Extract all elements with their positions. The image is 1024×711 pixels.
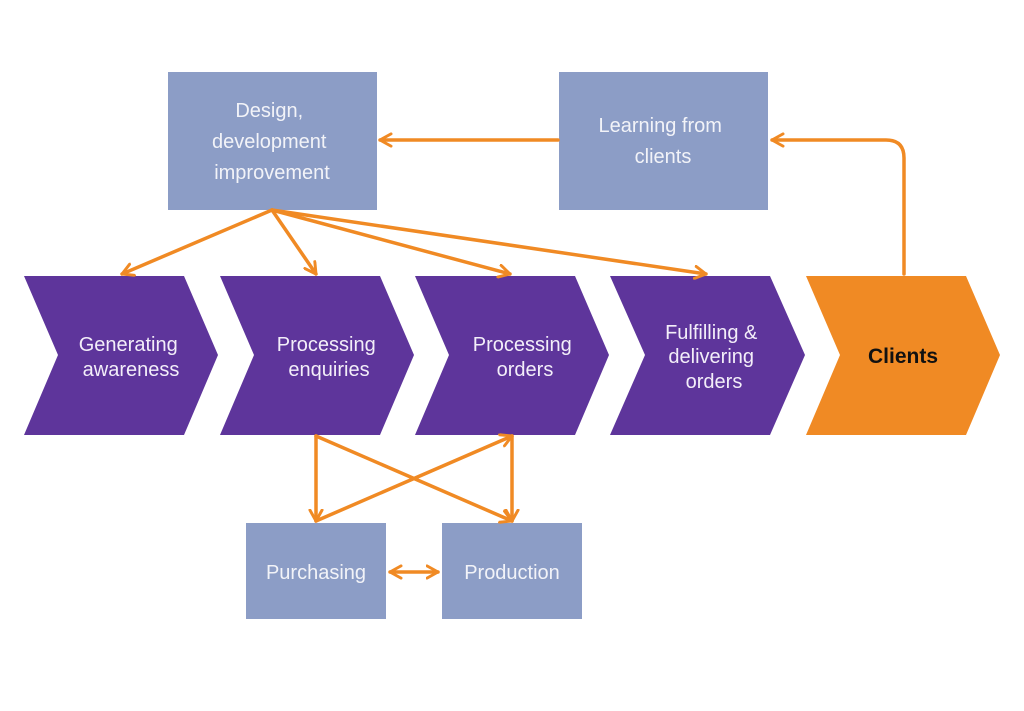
chevron-fulfilling-line-2: delivering [668,346,754,368]
chevron-generating-awareness-shape [24,276,218,435]
box-learning-line-2: clients [635,146,692,168]
chevron-processing-enquiries: Processing enquiries [220,276,414,435]
chevron-fulfilling-line-1: Fulfilling & [665,322,758,344]
chevron-processing-orders-shape [415,276,609,435]
chevron-fulfilling-delivering-orders-label: Fulfilling & delivering orders [665,322,763,393]
chevron-processing-orders-line-1: Processing [473,334,572,356]
box-production-shape [442,523,582,619]
box-learning-shape [559,72,768,210]
box-purchasing-label: Purchasing [266,562,366,584]
chevron-fulfilling-delivering-orders-shape [610,276,805,435]
chevron-processing-enquiries-label: Processing enquiries [277,334,382,381]
box-design-line-3: improvement [214,162,330,184]
box-design-label: Design, development improvement [212,100,332,184]
chevron-processing-orders: Processing orders [415,276,609,435]
chevron-generating-awareness-line-1: Generating [79,334,178,356]
chevron-fulfilling-line-3: orders [686,371,743,393]
chevron-generating-awareness-line-2: awareness [83,359,180,381]
chevron-clients-label: Clients [868,345,938,368]
chevron-generating-awareness: Generating awareness [24,276,218,435]
arrow-design-to-generating-awareness [120,208,274,274]
box-learning-label: Learning from clients [599,115,728,168]
chevron-processing-orders-label: Processing orders [473,334,578,381]
arrow-design-to-processing-orders [270,208,512,274]
box-learning-line-1: Learning from [599,115,722,137]
box-purchasing-shape [246,523,386,619]
arrow-design-to-fulfilling [270,208,708,274]
chevron-processing-enquiries-line-2: enquiries [288,359,369,381]
box-learning: Learning from clients [559,72,768,210]
chevron-clients-shape [806,276,1000,435]
box-design-line-2: development [212,131,327,153]
box-production-label: Production [464,562,560,584]
arrow-clients-to-learning [770,140,906,276]
chevron-processing-orders-line-2: orders [497,359,554,381]
chevron-generating-awareness-label: Generating awareness [79,334,184,381]
arrow-design-to-processing-enquiries [270,208,318,276]
chevron-fulfilling-delivering-orders: Fulfilling & delivering orders [610,276,805,435]
box-purchasing: Purchasing [246,523,386,619]
chevron-clients: Clients [806,276,1000,435]
chevron-processing-enquiries-shape [220,276,414,435]
chevron-processing-enquiries-line-1: Processing [277,334,376,356]
box-production: Production [442,523,582,619]
box-design-line-1: Design, [235,100,303,122]
box-design-shape [168,72,377,210]
box-design: Design, development improvement [168,72,377,210]
arrow-purchasing-to-orders [314,436,514,523]
